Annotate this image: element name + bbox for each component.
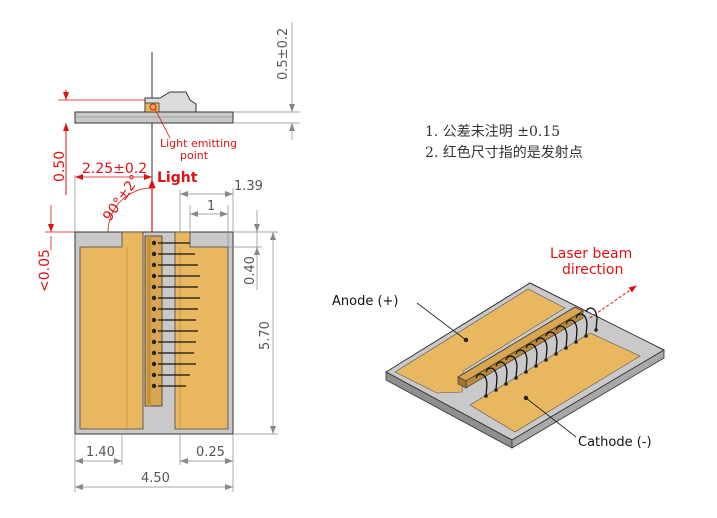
dim-offset: 2.25±0.2: [82, 161, 147, 177]
side-view: 0.5±0.2 0.50 Light emitting point: [52, 22, 300, 235]
iso-wire-bonds: [475, 307, 598, 397]
side-substrate: [74, 111, 234, 124]
dim-040: 0.40: [243, 256, 258, 285]
dim-height: 0.50: [52, 151, 68, 182]
dim-angle: 90°±2°: [100, 172, 143, 224]
laser-direction-arrow: [589, 285, 637, 319]
light-point-marker: [149, 103, 157, 111]
dim-140: 1.40: [86, 445, 115, 460]
top-view: Light 2.25±0.2 90°±2° <0.05 1.39 1: [37, 161, 278, 492]
anode-label: Anode (+): [332, 294, 399, 309]
light-label: Light: [157, 170, 198, 186]
anode-pad: [79, 231, 144, 430]
laser-label-2: direction: [562, 262, 623, 278]
cathode-label: Cathode (-): [578, 435, 652, 450]
notes: 1. 公差未注明 ±0.15 2. 红色尺寸指的是发射点: [425, 124, 583, 161]
iso-cathode-pad: [469, 332, 641, 433]
note-1: 1. 公差未注明 ±0.15: [425, 124, 560, 140]
dim-1: 1: [207, 199, 215, 214]
iso-view: Anode (+) Cathode (-) Laser beam directi…: [332, 246, 666, 450]
note-2: 2. 红色尺寸指的是发射点: [425, 144, 583, 161]
dim-025: 0.25: [196, 445, 225, 460]
light-point-label-2: point: [180, 149, 209, 162]
light-point-label-1: Light emitting: [160, 137, 237, 150]
dim-139: 1.39: [234, 179, 263, 194]
dim-edge: <0.05: [37, 249, 53, 292]
dim-450: 4.50: [141, 471, 170, 486]
dim-570: 5.70: [258, 321, 273, 350]
iso-anode-pad: [394, 288, 566, 394]
dim-thickness: 0.5±0.2: [276, 28, 291, 80]
wire-bonds: [158, 242, 200, 387]
laser-label-1: Laser beam: [550, 246, 632, 262]
